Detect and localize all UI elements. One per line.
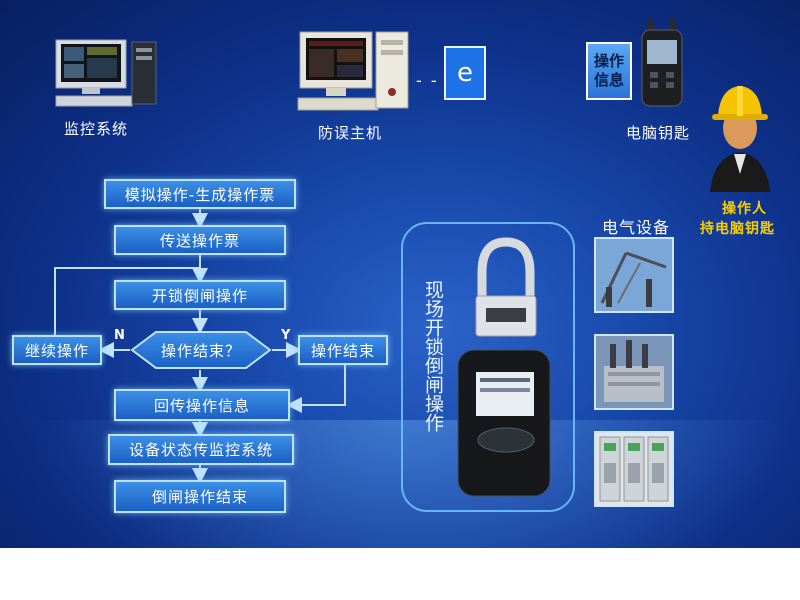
flow-step-report: 回传操作信息 bbox=[114, 389, 290, 421]
monitor-computer-icon bbox=[55, 39, 157, 107]
link-dashes: - - - bbox=[416, 71, 454, 90]
equipment-title: 电气设备 bbox=[602, 218, 671, 237]
flow-step-end: 操作结束 bbox=[298, 335, 388, 365]
flow-connectors bbox=[54, 209, 346, 484]
flow-step-transmit: 传送操作票 bbox=[114, 225, 286, 255]
equipment-switchgear-image bbox=[594, 431, 674, 507]
operator-label-line1: 操作人 bbox=[722, 201, 767, 217]
flow-step-unlock: 开锁倒闸操作 bbox=[114, 280, 286, 310]
branch-yes-label: Y bbox=[281, 328, 291, 343]
flow-step-simulate: 模拟操作-生成操作票 bbox=[104, 179, 296, 209]
branch-no-label: N bbox=[114, 328, 125, 343]
e-letter: e bbox=[457, 58, 473, 88]
operator-label-line2: 持电脑钥匙 bbox=[700, 221, 775, 237]
flow-step-continue: 继续操作 bbox=[12, 335, 102, 365]
onsite-operation-vertical-text: 现场开锁倒闸操作 bbox=[422, 280, 444, 432]
host-label: 防误主机 bbox=[318, 124, 383, 142]
flow-step-finish: 倒闸操作结束 bbox=[114, 480, 286, 513]
monitor-system-label: 监控系统 bbox=[64, 120, 129, 138]
computer-key-icon bbox=[641, 20, 683, 107]
host-computer-icon bbox=[297, 31, 409, 111]
diagram-canvas: 监控系统 - - - e 防误主机 操作信息 电脑钥匙 bbox=[0, 0, 800, 548]
equipment-transformer-image bbox=[594, 334, 674, 410]
onsite-device-panel bbox=[401, 222, 575, 512]
operation-info-badge: 操作信息 bbox=[586, 42, 632, 100]
e-document-icon: e bbox=[444, 46, 486, 100]
key-label: 电脑钥匙 bbox=[626, 124, 691, 142]
operator-icon bbox=[710, 86, 770, 192]
padlock-key-device-icon bbox=[457, 237, 551, 497]
flow-decision-diamond bbox=[130, 331, 272, 369]
equipment-switch-image bbox=[594, 237, 674, 313]
flow-step-status: 设备状态传监控系统 bbox=[108, 434, 294, 465]
flow-decision-label: 操作结束？ bbox=[160, 342, 241, 360]
